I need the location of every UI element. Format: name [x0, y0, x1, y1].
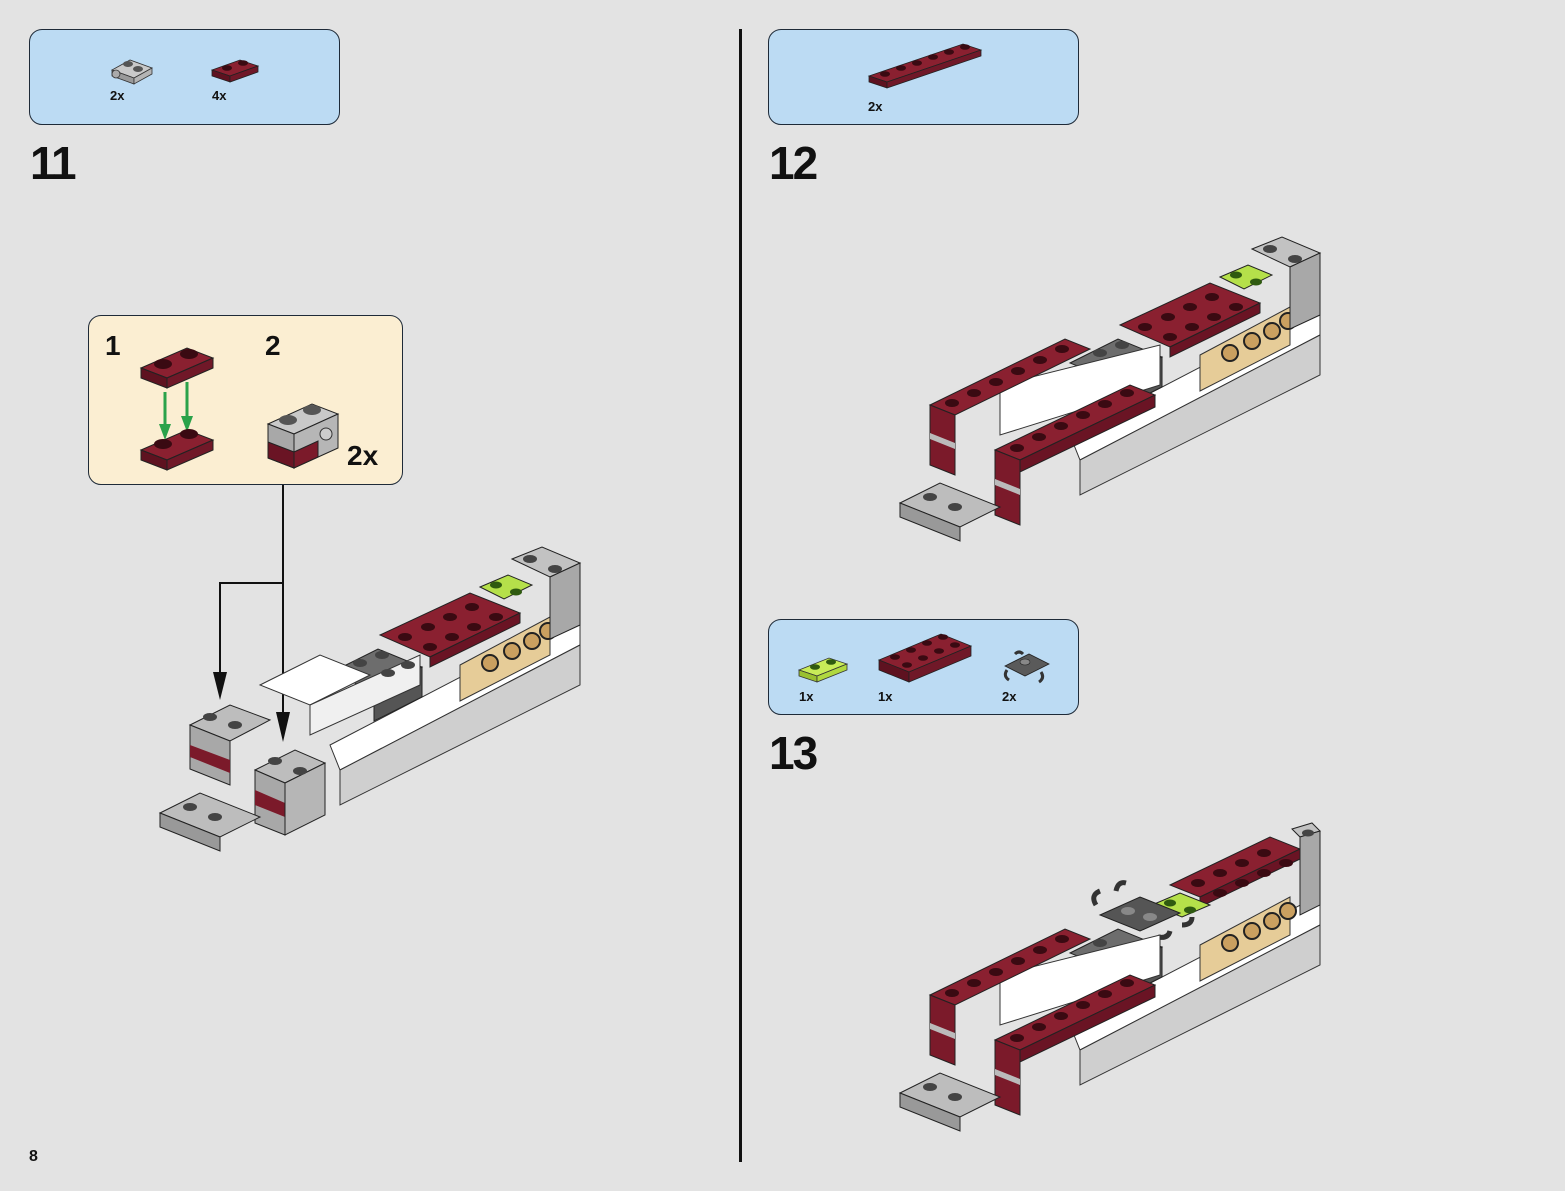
part-qty: 2x	[1002, 689, 1017, 704]
dark-red-plate-2x4-icon	[877, 633, 973, 683]
gray-brick-on-red-plates-icon	[266, 403, 340, 469]
part-qty: 2x	[868, 99, 883, 114]
substep-number: 2	[265, 330, 281, 361]
arrow-down-icon	[213, 672, 227, 700]
substep-number: 1	[105, 330, 121, 361]
lime-plate-1x2-icon	[797, 657, 849, 683]
page-divider	[739, 29, 742, 1162]
stack-two-dark-red-plates-icon	[139, 347, 215, 471]
part-qty: 1x	[799, 689, 814, 704]
dark-gray-plate-with-clips-icon	[1003, 650, 1050, 684]
step-number: 13	[769, 727, 818, 779]
subassembly-callout: 1 2 2x	[88, 315, 403, 485]
parts-list-step-11: 2x 4x	[29, 29, 340, 125]
step-number: 11	[30, 137, 77, 189]
arrow-down-icon	[276, 712, 290, 742]
model-step-13-illustration	[898, 822, 1321, 1132]
light-gray-plate-with-clip-icon	[111, 59, 153, 85]
page-number: 8	[29, 1148, 38, 1165]
part-qty: 1x	[878, 689, 893, 704]
parts-list-step-13: 1x 1x 2x	[768, 619, 1079, 715]
step-number: 12	[769, 137, 818, 189]
dark-red-plate-1x2-icon	[210, 59, 260, 83]
part-qty: 4x	[212, 88, 227, 103]
model-step-12-illustration	[898, 236, 1322, 542]
part-qty: 2x	[110, 88, 125, 103]
model-step-11-illustration	[158, 546, 582, 852]
subassembly-multiplier: 2x	[347, 440, 379, 471]
dark-red-plate-1x6-icon	[867, 43, 983, 89]
parts-list-step-12: 2x	[768, 29, 1079, 125]
